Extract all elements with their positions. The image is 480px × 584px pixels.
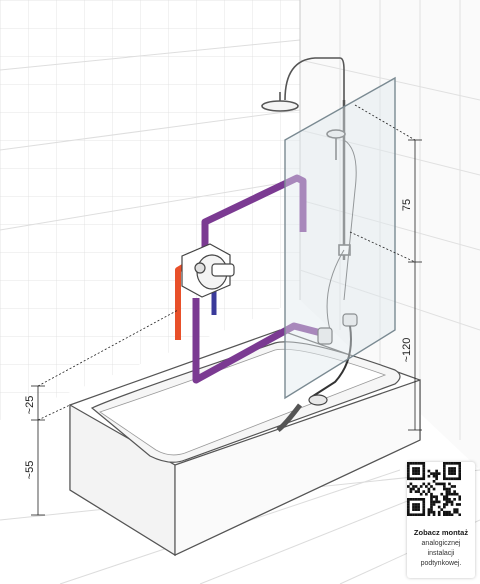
back-wall bbox=[0, 0, 301, 420]
dimension-lines bbox=[31, 104, 422, 516]
qr-card[interactable]: Zobacz montaż analogicznej instalacji po… bbox=[407, 462, 475, 578]
qr-text-line-2: instalacji bbox=[427, 550, 455, 557]
shower-system bbox=[261, 57, 357, 331]
dimension-label-55: ~55 bbox=[24, 461, 36, 480]
bath-filler bbox=[276, 313, 358, 433]
bathtub bbox=[69, 329, 421, 557]
qr-text-line-3: podtynkowej. bbox=[420, 560, 462, 567]
mixer-valve bbox=[181, 243, 235, 298]
glass-screen bbox=[284, 76, 396, 400]
dimension-label-120: ~120 bbox=[401, 338, 413, 363]
qr-text-line-1: analogicznej bbox=[421, 540, 461, 547]
shower-pipe bbox=[201, 174, 307, 258]
qr-code[interactable] bbox=[407, 462, 461, 516]
bath-pipe bbox=[192, 298, 326, 384]
dimension-label-25: ~25 bbox=[24, 396, 36, 415]
qr-title: Zobacz montaż bbox=[413, 528, 469, 537]
dimension-label-75: 75 bbox=[401, 199, 413, 211]
